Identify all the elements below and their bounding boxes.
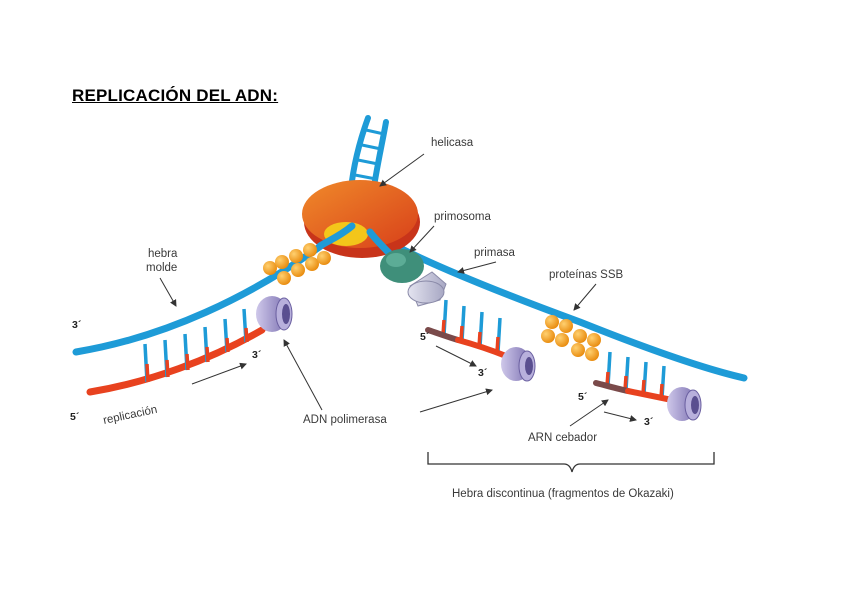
primosome xyxy=(380,249,424,283)
new-strand-leading xyxy=(86,326,266,396)
end-5-left-bottom: 5´ xyxy=(70,411,80,423)
ssb-proteins-right xyxy=(541,315,601,361)
okazaki-bracket xyxy=(427,452,715,473)
label-primasa: primasa xyxy=(474,247,516,259)
annotation-arrows xyxy=(159,153,637,427)
label-hebra: hebra xyxy=(148,248,178,260)
label-primosoma: primosoma xyxy=(434,211,491,223)
ssb-proteins-left xyxy=(263,243,331,285)
label-helicasa: helicasa xyxy=(431,137,474,149)
primase xyxy=(407,271,447,307)
label-proteinas-ssb: proteínas SSB xyxy=(549,269,623,281)
end-5-okazaki-1: 5´ xyxy=(420,331,430,343)
end-3-okazaki-2: 3´ xyxy=(644,416,654,428)
dna-polymerase-leading xyxy=(256,296,293,332)
lagging-strand xyxy=(366,228,748,421)
okazaki-fragment-1 xyxy=(425,299,509,359)
label-molde: molde xyxy=(146,262,177,274)
dna-polymerase-okazaki-2 xyxy=(667,387,702,421)
template-strand-left xyxy=(72,228,344,356)
label-arn-cebador: ARN cebador xyxy=(528,432,597,444)
label-adn-polimerasa: ADN polimerasa xyxy=(303,414,387,426)
label-replicacion: replicación xyxy=(102,404,158,427)
end-3-left-top: 3´ xyxy=(72,319,82,331)
helicase-ring xyxy=(302,180,420,258)
dna-polymerase-okazaki-1 xyxy=(501,347,536,382)
label-hebra-discontinua: Hebra discontinua (fragmentos de Okazaki… xyxy=(452,488,674,500)
leading-strand xyxy=(72,228,344,396)
page-title: REPLICACIÓN DEL ADN: xyxy=(72,86,279,105)
end-3-okazaki-1: 3´ xyxy=(478,367,488,379)
end-3-left-mid: 3´ xyxy=(252,349,262,361)
template-strand-right xyxy=(366,228,748,382)
end-5-okazaki-2: 5´ xyxy=(578,391,588,403)
okazaki-fragment-2 xyxy=(593,351,675,403)
